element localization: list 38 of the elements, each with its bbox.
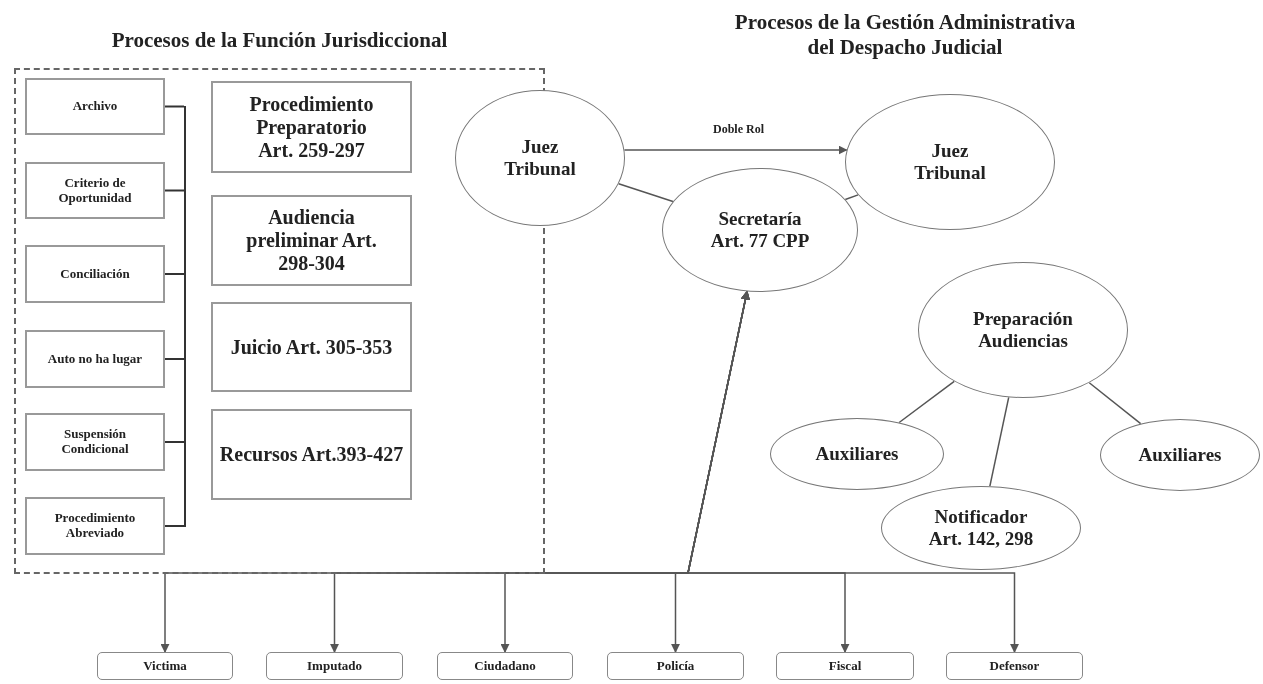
process-box: Conciliación <box>25 245 165 303</box>
connector-line <box>617 183 674 203</box>
party-box: Defensor <box>946 652 1083 680</box>
party-box: Victima <box>97 652 233 680</box>
role-ellipse: Auxiliares <box>1100 419 1260 491</box>
role-ellipse: Auxiliares <box>770 418 944 490</box>
party-box: Fiscal <box>776 652 914 680</box>
connector-line <box>898 380 955 424</box>
process-box: Procedimiento Preparatorio Art. 259-297 <box>211 81 412 173</box>
role-ellipse: Juez Tribunal <box>455 90 625 226</box>
connector-arrow <box>623 145 848 155</box>
process-box: Procedimiento Abreviado <box>25 497 165 555</box>
role-ellipse: Juez Tribunal <box>845 94 1055 230</box>
connector-line <box>164 441 185 443</box>
role-ellipse: Preparación Audiencias <box>918 262 1128 398</box>
connector-line <box>1088 382 1142 425</box>
connector-line <box>164 273 185 275</box>
party-box: Imputado <box>266 652 403 680</box>
connector-line <box>164 189 185 192</box>
process-box: Recursos Art.393-427 <box>211 409 412 500</box>
connector-line <box>164 525 185 527</box>
process-box: Suspensión Condicional <box>25 413 165 471</box>
connector-line <box>989 396 1010 487</box>
connector-line <box>844 194 859 201</box>
party-box: Policía <box>607 652 744 680</box>
role-ellipse: Notificador Art. 142, 298 <box>881 486 1081 570</box>
process-box: Archivo <box>25 78 165 135</box>
connector-arrow <box>687 290 1019 653</box>
process-box: Auto no ha lugar <box>25 330 165 388</box>
section-heading: Procesos de la Función Jurisdiccional <box>110 28 449 54</box>
role-ellipse: Secretaría Art. 77 CPP <box>662 168 858 292</box>
connector-line <box>164 358 185 360</box>
connector-line <box>164 105 185 108</box>
process-box: Criterio de Oportunidad <box>25 162 165 219</box>
section-heading: Procesos de la Gestión Administrativa del Despacho Judicial <box>733 10 1077 61</box>
party-box: Ciudadano <box>437 652 573 680</box>
process-box: Juicio Art. 305-353 <box>211 302 412 392</box>
process-box: Audiencia preliminar Art. 298-304 <box>211 195 412 286</box>
